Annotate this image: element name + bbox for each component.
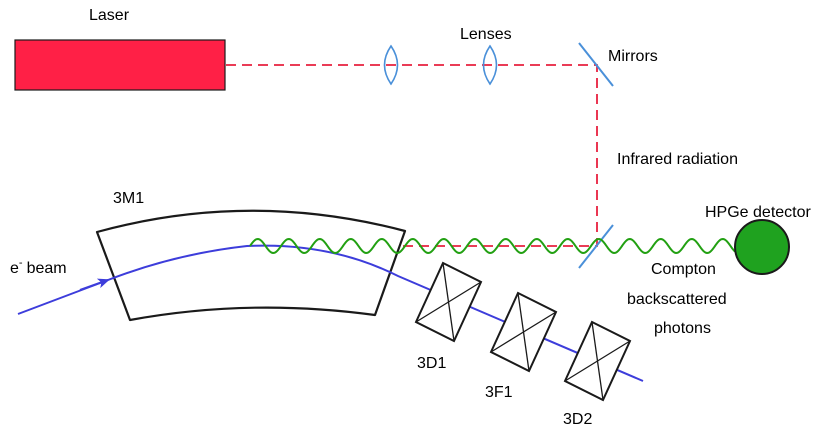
quadrupole-3f1 <box>489 291 558 373</box>
quad-label-3d1: 3D1 <box>417 355 446 372</box>
laser-beam-path <box>226 64 598 247</box>
photon-wave <box>249 238 736 254</box>
mirror-top <box>578 42 614 87</box>
compton-label-line1: Compton <box>651 261 716 278</box>
mirrors-label: Mirrors <box>608 48 658 65</box>
magnet-label: 3M1 <box>113 190 144 207</box>
mirror-bottom <box>578 224 614 269</box>
laser-label: Laser <box>89 7 130 24</box>
electron-beam <box>17 244 644 382</box>
hpge-detector <box>734 219 790 275</box>
laser-box <box>14 39 226 91</box>
infrared-label: Infrared radiation <box>617 151 738 168</box>
quad-label-3f1: 3F1 <box>485 384 513 401</box>
quadrupole-3d2 <box>563 320 632 402</box>
detector-label: HPGe detector <box>705 204 812 221</box>
dipole-magnet-3m1 <box>95 209 407 322</box>
lenses-label: Lenses <box>460 26 512 43</box>
electron-beam-arrow <box>79 278 110 291</box>
compton-label-line2: backscattered <box>627 291 727 308</box>
quadrupole-3d1 <box>414 261 483 343</box>
beam-label: e-beam <box>10 257 67 277</box>
quad-label-3d2: 3D2 <box>563 411 592 428</box>
lens-1 <box>383 44 399 86</box>
compton-label-line3: photons <box>654 320 711 337</box>
lens-2 <box>482 44 498 86</box>
